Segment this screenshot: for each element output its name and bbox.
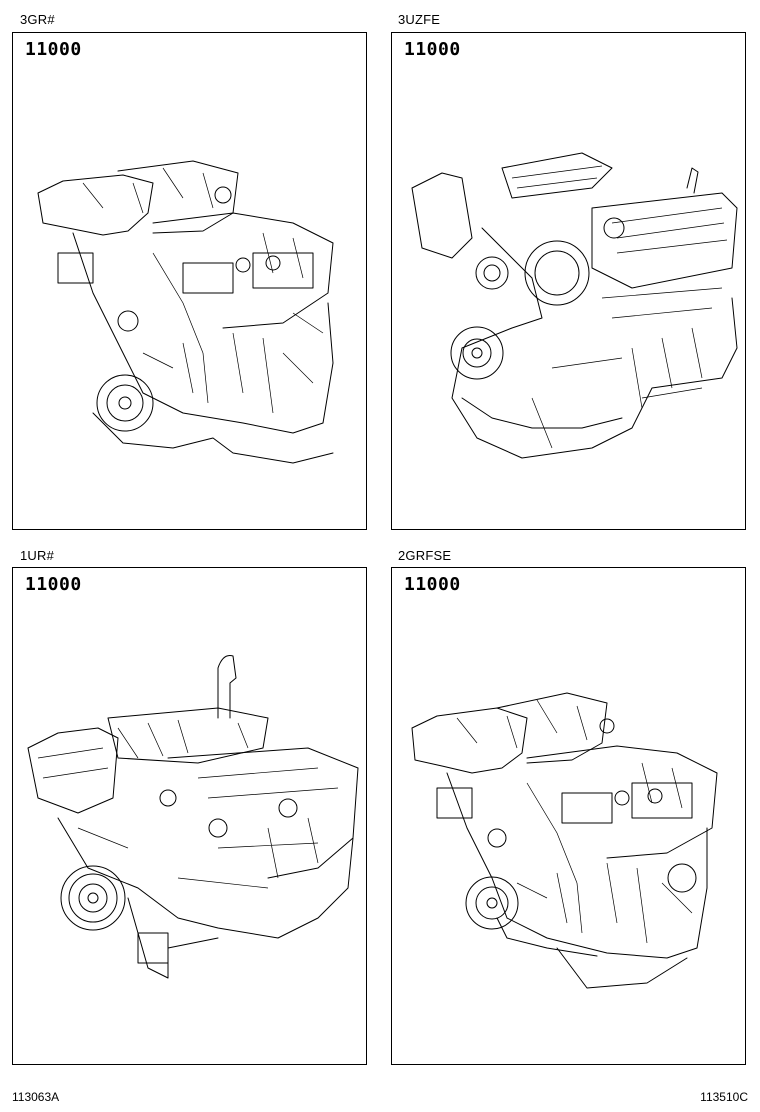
part-number[interactable]: 11000 (25, 39, 82, 60)
figure-code: 113510C (700, 1090, 748, 1104)
engine-label: 2GRFSE (398, 548, 452, 563)
engine-label: 1UR# (20, 548, 55, 563)
v8-engine-illustration (27, 655, 359, 979)
engine-label: 3UZFE (398, 12, 441, 27)
v8-engine-illustration (411, 152, 738, 459)
engine-panel: 11000 (391, 32, 746, 530)
engine-panel: 11000 (12, 567, 367, 1065)
part-number[interactable]: 11000 (404, 574, 461, 595)
part-number[interactable]: 11000 (25, 574, 82, 595)
figure-code: 113063A (12, 1090, 60, 1104)
part-number[interactable]: 11000 (404, 39, 461, 60)
engine-label: 3GR# (20, 12, 55, 27)
v6-engine-illustration (37, 160, 334, 464)
engine-panel: 11000 (12, 32, 367, 530)
engine-panel: 11000 (391, 567, 746, 1065)
v6-engine-illustration (411, 692, 718, 989)
